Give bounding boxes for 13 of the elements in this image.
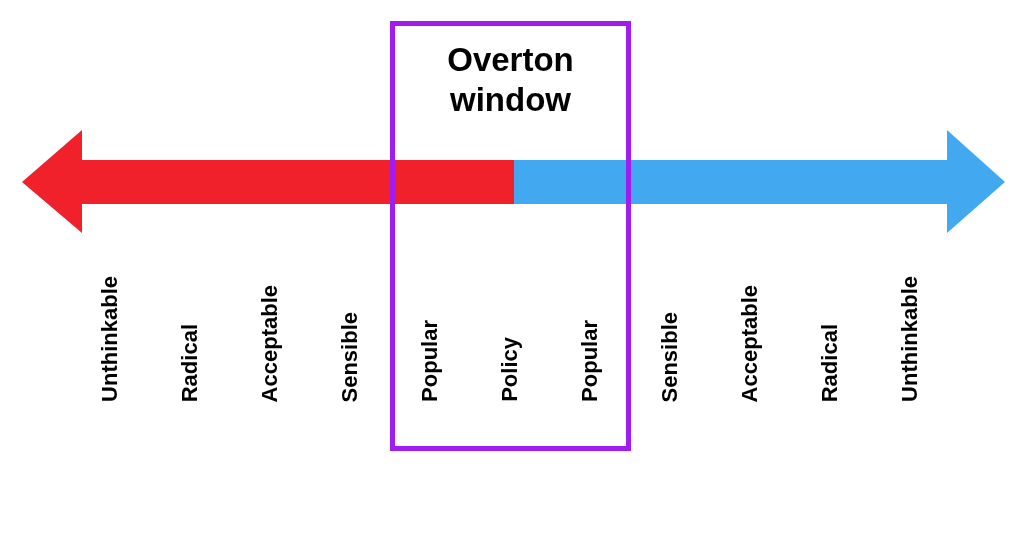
scale-label: Acceptable — [737, 284, 763, 402]
window-frame — [390, 21, 631, 451]
scale-label: Sensible — [657, 311, 683, 402]
scale-label: Acceptable — [257, 284, 283, 402]
scale-label: Unthinkable — [897, 276, 923, 402]
scale-label: Radical — [177, 323, 203, 402]
scale-label: Popular — [577, 320, 603, 402]
scale-label: Popular — [417, 320, 443, 402]
scale-label: Sensible — [337, 311, 363, 402]
scale-label: Radical — [817, 323, 843, 402]
scale-label: Unthinkable — [97, 276, 123, 402]
window-title: Overton window — [446, 40, 575, 120]
scale-label: Policy — [497, 337, 523, 402]
